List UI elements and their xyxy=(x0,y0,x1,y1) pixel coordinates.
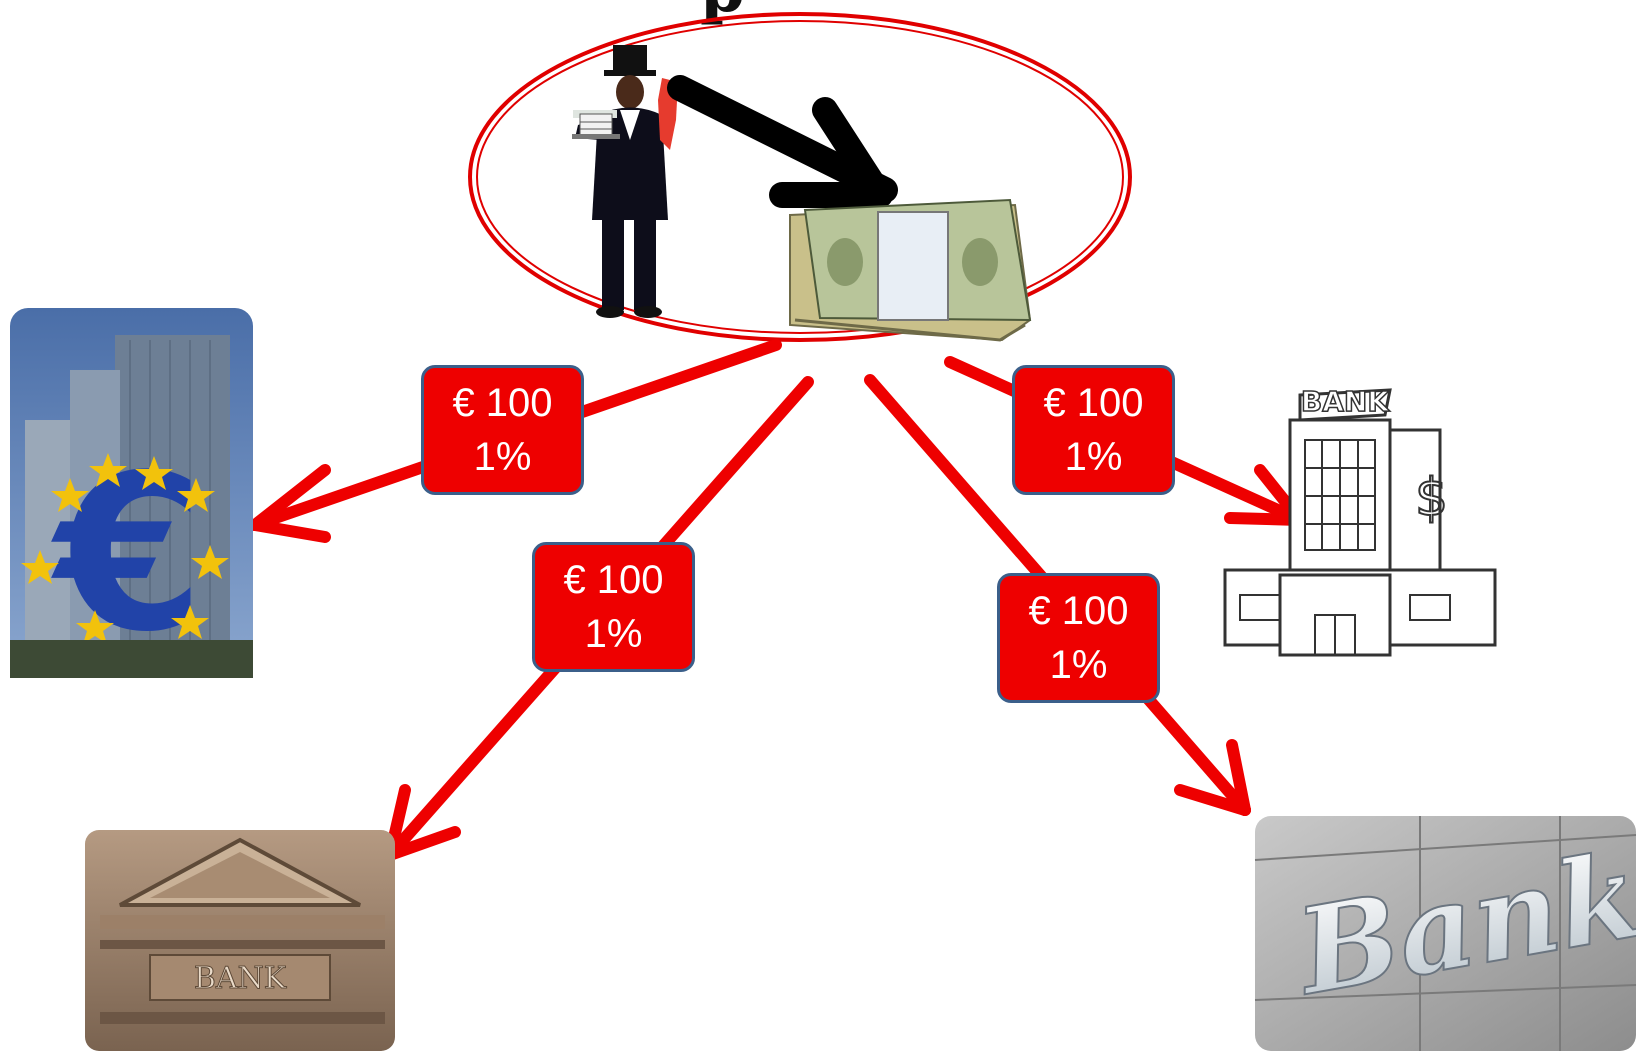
label-to-cartoon-bank: € 100 1% xyxy=(1012,365,1175,495)
label-rate: 1% xyxy=(1049,643,1108,687)
label-amount: € 100 xyxy=(452,381,553,425)
label-to-ecb: € 100 1% xyxy=(421,365,584,495)
modern-bank-image xyxy=(1254,816,1636,1051)
black-arrow xyxy=(667,75,898,208)
bank-sign-top-right: BANK xyxy=(1301,385,1390,418)
label-rate: 1% xyxy=(584,612,643,656)
money-stack-icon xyxy=(789,198,1032,342)
label-rate: 1% xyxy=(1064,435,1123,479)
label-to-classic-bank: € 100 1% xyxy=(532,542,695,672)
label-rate: 1% xyxy=(473,435,532,479)
svg-text:$: $ xyxy=(1415,468,1448,528)
label-amount: € 100 xyxy=(563,558,664,602)
highlight-ellipse xyxy=(468,12,1132,342)
bank-sign-bottom-left: BANK xyxy=(194,961,287,996)
cartoon-bank-image: $ xyxy=(1223,388,1497,657)
label-to-modern-bank: € 100 1% xyxy=(997,573,1160,703)
label-amount: € 100 xyxy=(1043,381,1144,425)
banker-icon xyxy=(572,45,678,318)
label-amount: € 100 xyxy=(1028,589,1129,633)
ecb-building-image: € xyxy=(10,308,253,679)
classic-bank-image xyxy=(85,830,395,1051)
